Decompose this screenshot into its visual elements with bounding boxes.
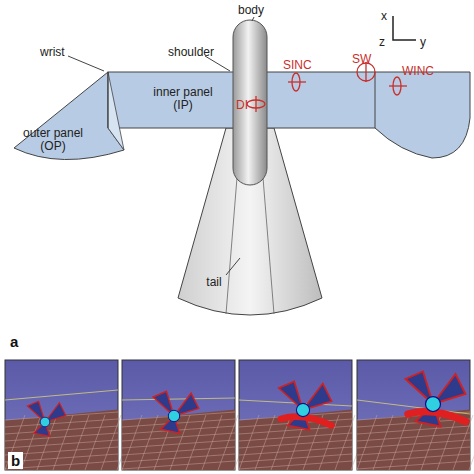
part-label: y (420, 35, 426, 49)
frame (357, 360, 474, 470)
axis-lines (393, 16, 416, 40)
panel-label: inner panel (IP) (148, 86, 218, 112)
part-label: wrist (40, 45, 65, 59)
inner-panel (108, 72, 234, 128)
wrist-line (108, 72, 109, 128)
part-label: shoulder (168, 45, 214, 59)
part-label: z (379, 35, 385, 49)
leader-line (68, 56, 104, 71)
panel-label: tail (196, 276, 232, 289)
joint-label: SW (352, 52, 371, 66)
simulation-frames (5, 360, 474, 470)
panel-region: inner panel (IP) (148, 86, 218, 114)
frame (122, 360, 254, 470)
leader-line (226, 258, 240, 275)
right-wing (266, 72, 470, 158)
wrist-line (375, 72, 376, 128)
joint-label: SINC (283, 58, 312, 72)
body-shape (233, 20, 267, 185)
panel-letter: b (8, 452, 23, 469)
joint-label: DI (236, 98, 248, 112)
wrist-fold (108, 72, 124, 150)
panel-region: tail (196, 276, 232, 291)
leader-line (252, 17, 254, 21)
part-label: x (381, 9, 387, 23)
part-label: body (238, 3, 264, 17)
rotation-symbol (247, 62, 407, 112)
panel-region: outer panel (OP) (22, 127, 84, 155)
panel-label: outer panel (OP) (22, 127, 84, 153)
panel-letter: a (10, 333, 18, 350)
frame (5, 360, 137, 470)
frame (239, 360, 371, 470)
joint-label: WINC (402, 64, 434, 78)
outer-panel (14, 72, 124, 160)
